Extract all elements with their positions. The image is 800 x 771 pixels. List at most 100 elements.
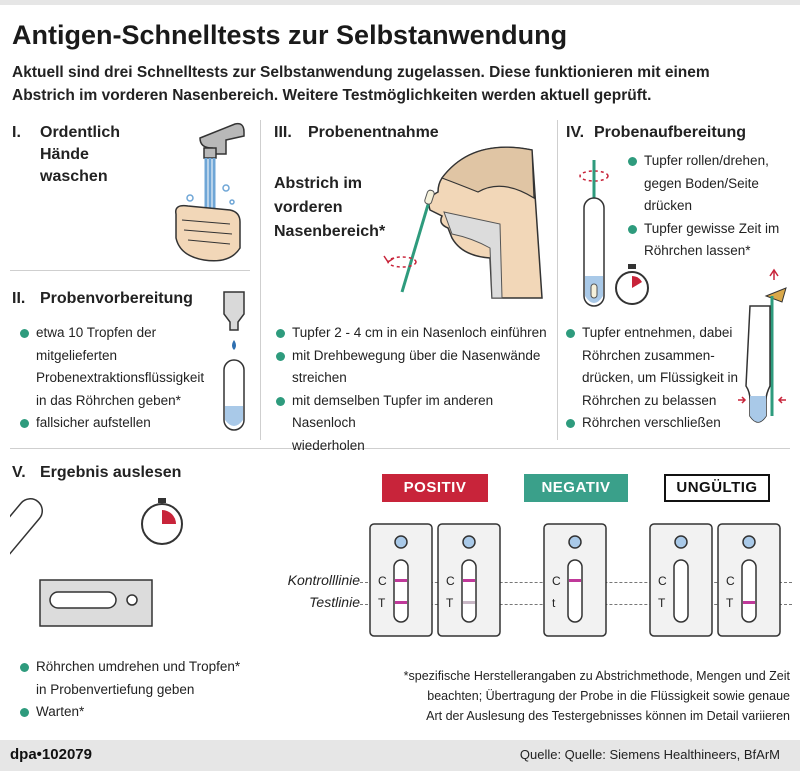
section-3-heading: III.Probenentnahme — [274, 122, 439, 144]
section-number: V. — [12, 464, 26, 481]
test-cassette: C T — [368, 522, 434, 643]
test-letter: t — [552, 596, 556, 610]
squeezed-tube-icon — [738, 268, 787, 423]
control-letter: C — [446, 574, 455, 588]
list-item-text: Röhrchen zu belassen — [582, 392, 717, 408]
footer-bar: dpa•102079 Quelle: Quelle: Siemens Healt… — [0, 740, 800, 771]
list-item-text: Probenextraktionsflüssigkeit — [36, 370, 205, 385]
section-number: IV. — [566, 124, 585, 141]
section-2-heading: II. Probenvorbereitung — [12, 288, 193, 310]
test-letter: T — [446, 596, 454, 610]
section-4-heading: IV. Probenaufbereitung — [566, 122, 746, 144]
list-item-text: wiederholen — [292, 437, 365, 453]
bullet-list: Tupfer rollen/drehen, gegen Boden/Seite … — [628, 150, 798, 263]
cassette-graphic — [717, 523, 781, 637]
test-cassette: C T — [716, 522, 782, 643]
section-title: Probenvorbereitung — [40, 290, 193, 307]
test-line-label: Testlinie — [309, 594, 360, 610]
test-letter: T — [658, 596, 666, 610]
list-item-text: in Probenvertiefung geben — [36, 681, 195, 697]
test-cassette: C T — [648, 522, 714, 643]
divider — [10, 270, 250, 271]
list-item-text: Röhrchen lassen* — [644, 243, 751, 258]
list-item-text: Tupfer entnehmen, dabei — [582, 325, 733, 340]
control-letter: C — [726, 574, 735, 588]
list-item-text: mit demselben Tupfer im anderen Nasenloc… — [292, 392, 494, 431]
list-item-text: Tupfer rollen/drehen, — [644, 153, 769, 168]
cassette-graphic — [369, 523, 433, 637]
dropper-tube-icon — [223, 291, 245, 431]
source-credit: Quelle: Quelle: Siemens Healthineers, Bf… — [519, 747, 780, 762]
list-item-text: Warten* — [36, 704, 85, 719]
list-item: Tupfer rollen/drehen, gegen Boden/Seite … — [628, 150, 798, 218]
list-item-text: in das Röhrchen geben* — [36, 392, 181, 408]
list-item-text: mit Drehbewegung über die Nasenwände — [292, 347, 541, 363]
list-item-text: etwa 10 Tropfen der — [36, 325, 157, 340]
list-item-text: drücken, um Flüssigkeit in — [582, 370, 739, 385]
footnote-line: Art der Auslesung des Testergebnisses kö… — [426, 709, 790, 723]
section-title-line: Hände — [40, 146, 89, 163]
list-item-text: Röhrchen verschließen — [582, 415, 721, 430]
footnote: *spezifische Herstellerangaben zu Abstri… — [340, 666, 790, 726]
hand-washing-icon — [175, 122, 245, 262]
caption-line: vorderen — [274, 199, 343, 216]
list-item: Tupfer 2 - 4 cm in ein Nasenloch einführ… — [276, 322, 556, 345]
section-title: Ordentlich — [40, 124, 121, 141]
subtitle-line-1: Aktuell sind drei Schnelltests zur Selbs… — [12, 64, 710, 81]
bullet-list: etwa 10 Tropfen der mitgelieferten Probe… — [20, 322, 220, 435]
caption-line: Nasenbereich* — [274, 223, 386, 240]
bullet-list: Tupfer 2 - 4 cm in ein Nasenloch einführ… — [276, 322, 556, 457]
list-item: fallsicher aufstellen — [20, 412, 220, 435]
bullet-list: Tupfer entnehmen, dabei Röhrchen zusamme… — [566, 322, 746, 435]
list-item: etwa 10 Tropfen der mitgelieferten Probe… — [20, 322, 220, 412]
dpa-brand: dpa•102079 — [10, 746, 92, 763]
top-rule — [0, 0, 800, 5]
list-item: mit demselben Tupfer im anderen Nasenloc… — [276, 390, 556, 458]
positive-badge: POSITIV — [382, 474, 488, 502]
section-number: III. — [274, 124, 292, 141]
divider — [260, 120, 261, 440]
list-item: Warten* — [20, 701, 260, 724]
list-item-text: Röhrchen zusammen- — [582, 347, 715, 363]
footnote-line: *spezifische Herstellerangaben zu Abstri… — [403, 669, 790, 683]
tube-with-swab-icon — [579, 160, 609, 307]
stopwatch-icon — [615, 264, 649, 305]
list-item-text: Tupfer 2 - 4 cm in ein Nasenloch einführ… — [292, 325, 547, 340]
section-1-heading: I.Ordentlich — [12, 122, 120, 144]
invalid-badge: UNGÜLTIG — [664, 474, 770, 502]
list-item: Röhrchen verschließen — [566, 412, 746, 435]
cassette-graphic — [649, 523, 713, 637]
swab-caption: Abstrich im vorderen Nasenbereich* — [274, 172, 385, 244]
control-letter: C — [658, 574, 667, 588]
control-line-label: Kontrolllinie — [287, 572, 360, 588]
cassette-graphic — [437, 523, 501, 637]
list-item: Tupfer entnehmen, dabei Röhrchen zusamme… — [566, 322, 746, 412]
list-item: mit Drehbewegung über die Nasenwände str… — [276, 345, 556, 390]
page-title: Antigen-Schnelltests zur Selbstanwendung — [12, 20, 568, 50]
list-item-text: Röhrchen umdrehen und Tropfen* — [36, 659, 241, 674]
list-item: Röhrchen umdrehen und Tropfen* in Proben… — [20, 656, 260, 701]
nose-swab-illustration — [383, 146, 543, 299]
list-item-text: drücken — [644, 198, 693, 213]
divider — [10, 448, 790, 449]
control-letter: C — [378, 574, 387, 588]
footnote-line: beachten; Übertragung der Probe in die F… — [427, 689, 790, 703]
section-title: Ergebnis auslesen — [40, 464, 182, 481]
divider — [557, 120, 558, 440]
test-cassette: C t — [542, 522, 608, 643]
section-number: II. — [12, 290, 26, 307]
test-letter: T — [726, 596, 734, 610]
test-letter: T — [378, 596, 386, 610]
negative-badge: NEGATIV — [524, 474, 628, 502]
tube-dropping-onto-cassette-illustration — [10, 498, 183, 627]
section-title: Probenaufbereitung — [594, 124, 747, 141]
test-cassette: C T — [436, 522, 502, 643]
list-item-text: mitgelieferten — [36, 347, 118, 363]
list-item-text: fallsicher aufstellen — [36, 415, 151, 430]
section-5-heading: V. Ergebnis auslesen — [12, 462, 181, 484]
bullet-list: Röhrchen umdrehen und Tropfen* in Proben… — [20, 656, 260, 724]
list-item-text: Tupfer gewisse Zeit im — [644, 220, 780, 236]
section-title-line: waschen — [40, 168, 108, 185]
cassette-graphic — [543, 523, 607, 637]
subtitle-line-2: Abstrich im vorderen Nasenbereich. Weite… — [12, 87, 652, 104]
